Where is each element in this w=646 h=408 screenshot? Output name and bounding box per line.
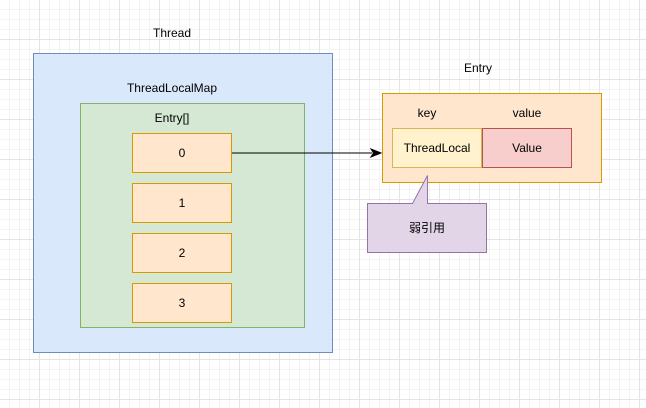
thread-local-map-title: ThreadLocalMap xyxy=(126,81,218,95)
entry-cell-label: 2 xyxy=(178,246,186,260)
entry-cell-2[interactable]: 2 xyxy=(132,233,232,273)
threadlocal-key-label: ThreadLocal xyxy=(403,141,471,155)
entry-array-title: Entry[] xyxy=(154,111,190,125)
weak-reference-callout[interactable] xyxy=(366,174,488,254)
entry-cell-label: 3 xyxy=(178,296,186,310)
entry-cell-0[interactable]: 0 xyxy=(132,133,232,173)
entry-cell-label: 0 xyxy=(178,146,186,160)
threadlocal-key-box[interactable]: ThreadLocal xyxy=(392,128,482,168)
entry-value-label: value xyxy=(512,106,542,120)
weak-reference-label: 弱引用 xyxy=(408,221,446,235)
entry-key-label: key xyxy=(417,106,437,120)
entry-cell-1[interactable]: 1 xyxy=(132,183,232,223)
entry-cell-3[interactable]: 3 xyxy=(132,283,232,323)
callout-shape xyxy=(367,175,487,253)
entry-cell-label: 1 xyxy=(178,196,186,210)
arrow-head-icon xyxy=(369,147,383,159)
entry-title: Entry xyxy=(463,61,493,75)
value-box[interactable]: Value xyxy=(482,128,572,168)
value-box-label: Value xyxy=(512,141,542,155)
thread-title: Thread xyxy=(152,26,192,40)
